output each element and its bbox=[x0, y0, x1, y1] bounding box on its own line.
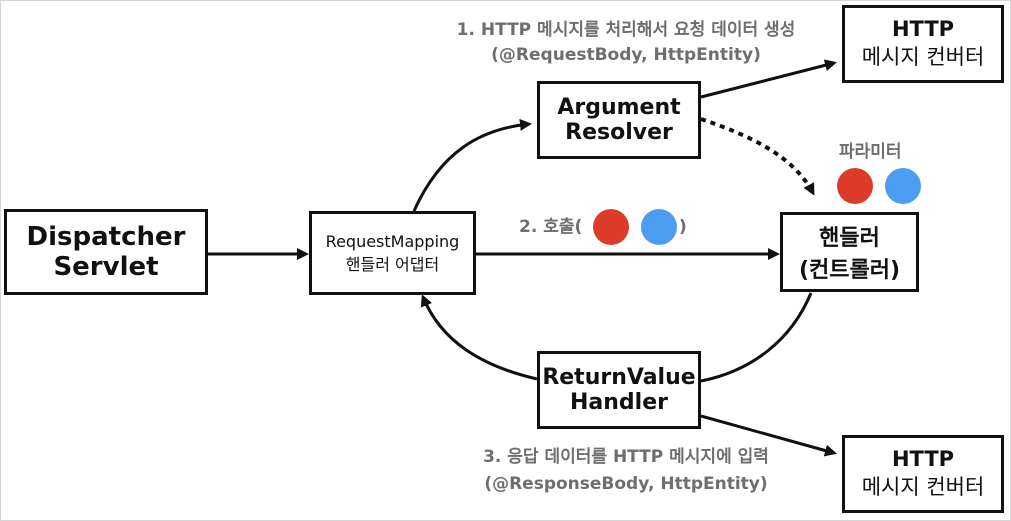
dispatcher-servlet-box: Dispatcher Servlet bbox=[4, 209, 208, 295]
step1-label: 1. HTTP 메시지를 처리해서 요청 데이터 생성 (@RequestBod… bbox=[431, 18, 821, 68]
step2-label: 2. 호출( ) bbox=[519, 217, 689, 237]
return-value-handler-box: ReturnValue Handler bbox=[537, 351, 701, 429]
handler-line1: 핸들러 bbox=[819, 226, 880, 251]
arrow-resolver-to-converter-top bbox=[700, 59, 837, 99]
converter-bottom-line2: 메시지 컨버터 bbox=[861, 475, 985, 499]
arrow-return-handler-to-converter-bottom bbox=[700, 414, 837, 457]
arrow-resolver-to-handler-dotted bbox=[700, 117, 815, 196]
param-red-dot bbox=[837, 168, 873, 204]
arrow-return-handler-to-adapter bbox=[420, 294, 538, 381]
parameter-label: 파라미터 bbox=[839, 142, 902, 162]
converter-top-line2: 메시지 컨버터 bbox=[861, 45, 985, 69]
step3-line1: 3. 응답 데이터를 HTTP 메시지에 입력 bbox=[483, 447, 769, 467]
argument-resolver-box: Argument Resolver bbox=[537, 81, 701, 159]
blue-parameter-dot bbox=[641, 209, 677, 245]
step3-line2: (@ResponseBody, HttpEntity) bbox=[484, 474, 768, 494]
dispatcher-line1: Dispatcher bbox=[26, 222, 186, 252]
http-message-converter-top-box: HTTP 메시지 컨버터 bbox=[842, 5, 1004, 83]
step2-suffix: ) bbox=[679, 217, 687, 237]
handler-line2: (컨트롤러) bbox=[798, 258, 901, 283]
converter-top-line1: HTTP bbox=[891, 17, 955, 41]
argument-resolver-line1: Argument bbox=[557, 95, 681, 120]
step2-prefix: 2. 호출( bbox=[519, 217, 583, 237]
adapter-line2: 핸들러 어댑터 bbox=[345, 254, 440, 274]
request-mapping-adapter-box: RequestMapping 핸들러 어댑터 bbox=[309, 211, 476, 295]
http-message-converter-bottom-box: HTTP 메시지 컨버터 bbox=[842, 435, 1004, 513]
step3-label: 3. 응답 데이터를 HTTP 메시지에 입력 (@ResponseBody, … bbox=[441, 444, 811, 498]
return-handler-line2: Handler bbox=[570, 390, 668, 415]
arrow-handler-to-return-handler bbox=[700, 292, 813, 383]
arrow-adapter-to-argument-resolver bbox=[412, 118, 532, 212]
return-handler-line1: ReturnValue bbox=[542, 365, 696, 390]
param-blue-dot bbox=[885, 168, 921, 204]
converter-bottom-line1: HTTP bbox=[891, 447, 955, 471]
dispatcher-line2: Servlet bbox=[53, 252, 159, 282]
adapter-line1: RequestMapping bbox=[325, 231, 460, 251]
step1-line1: 1. HTTP 메시지를 처리해서 요청 데이터 생성 bbox=[456, 20, 796, 40]
step1-line2: (@RequestBody, HttpEntity) bbox=[491, 45, 761, 65]
red-parameter-dot bbox=[593, 209, 629, 245]
handler-controller-box: 핸들러 (컨트롤러) bbox=[780, 212, 919, 292]
argument-resolver-line2: Resolver bbox=[565, 120, 673, 145]
